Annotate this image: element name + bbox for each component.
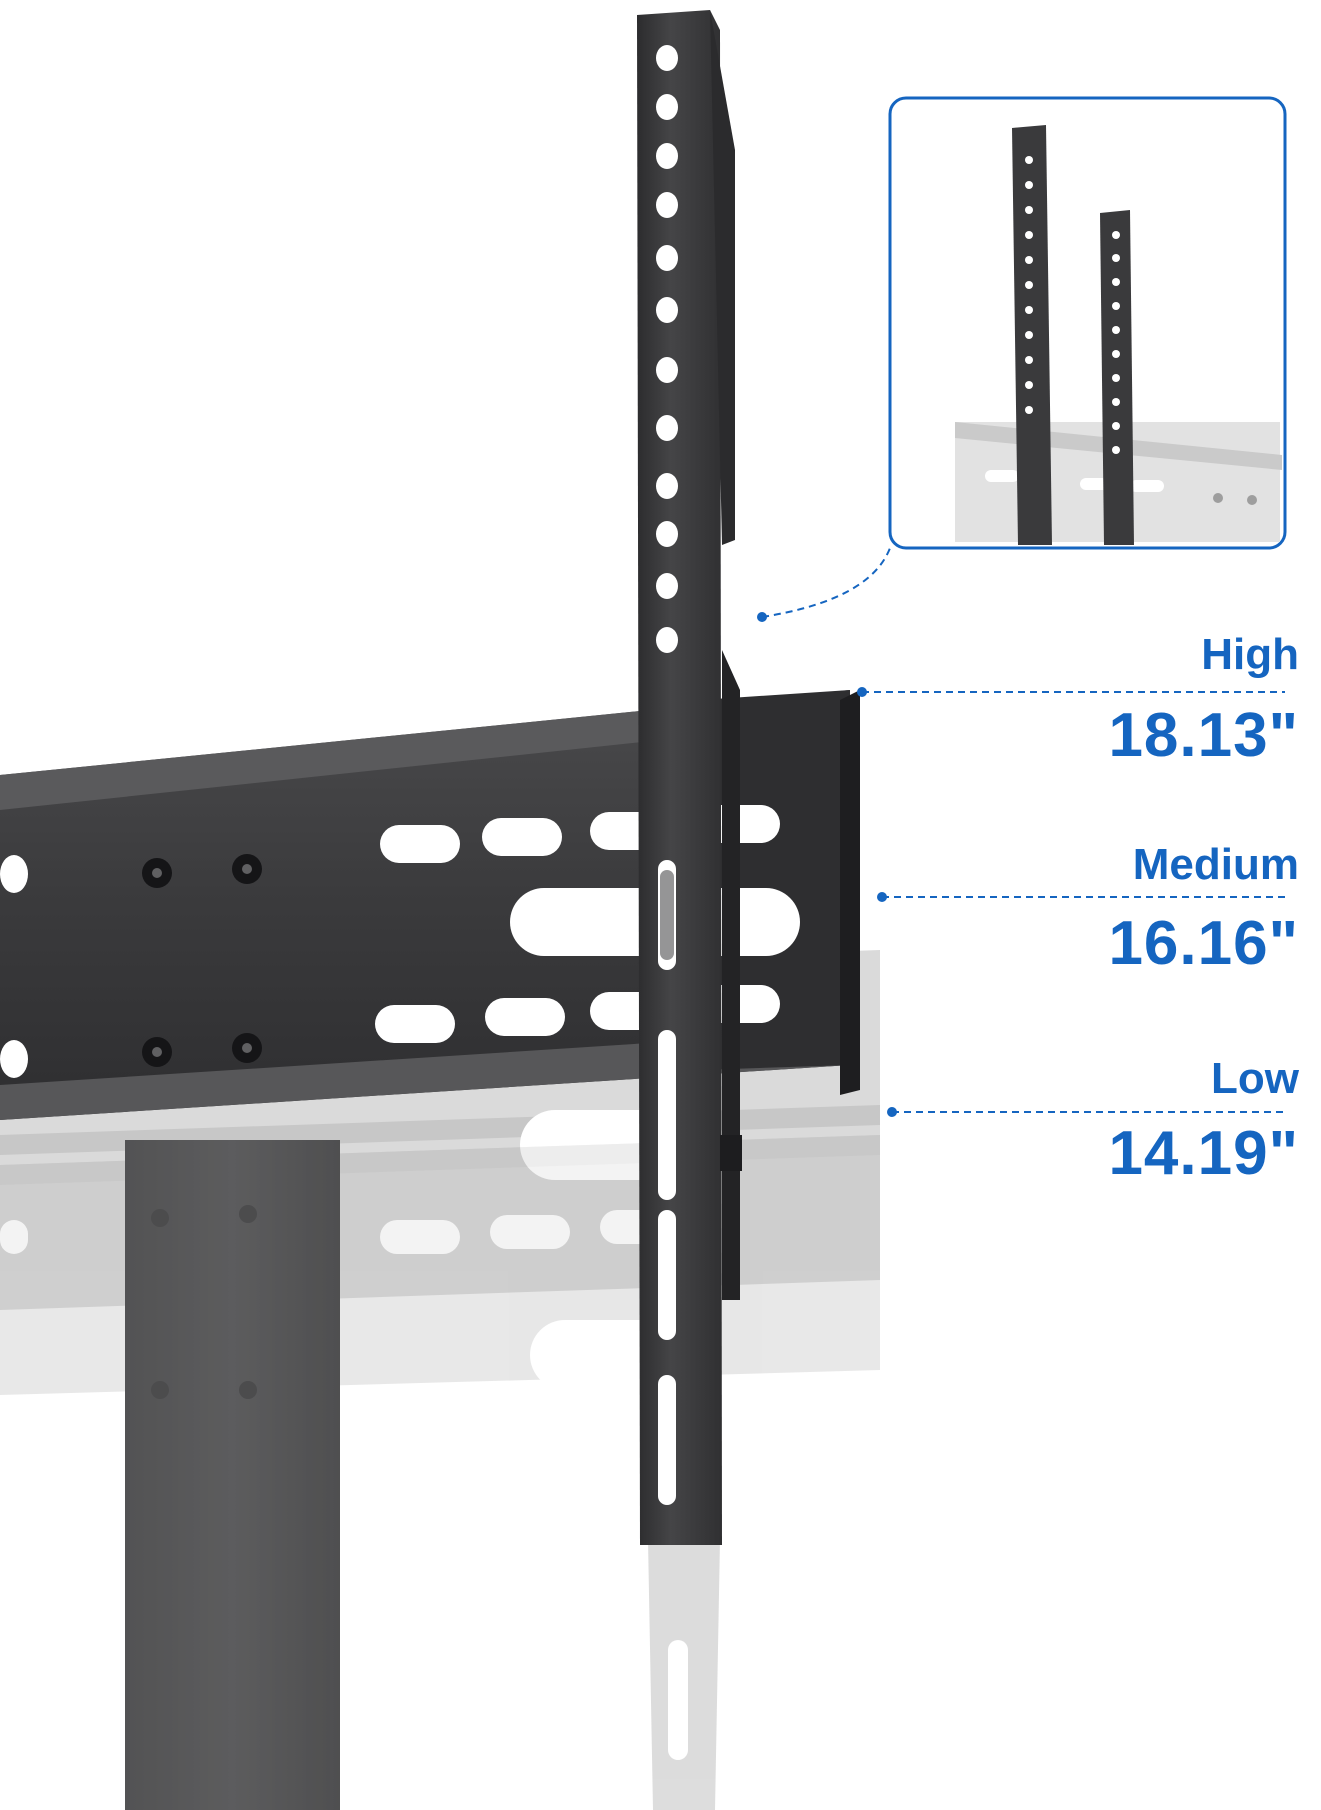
leader-dots (757, 612, 897, 1117)
vertical-arm (637, 10, 742, 1545)
height-label-medium: Medium (1132, 840, 1299, 889)
stand-pole (125, 1140, 340, 1810)
height-label-low: Low (1211, 1054, 1299, 1103)
vertical-arm-ghost (648, 1540, 720, 1810)
height-leader-lines (761, 547, 1285, 1113)
height-value-high: 18.13" (1108, 701, 1299, 770)
height-label-high: High (1201, 630, 1299, 679)
height-value-medium: 16.16" (1108, 909, 1299, 978)
height-value-low: 14.19" (1108, 1119, 1299, 1188)
inset-closeup (888, 96, 1287, 550)
